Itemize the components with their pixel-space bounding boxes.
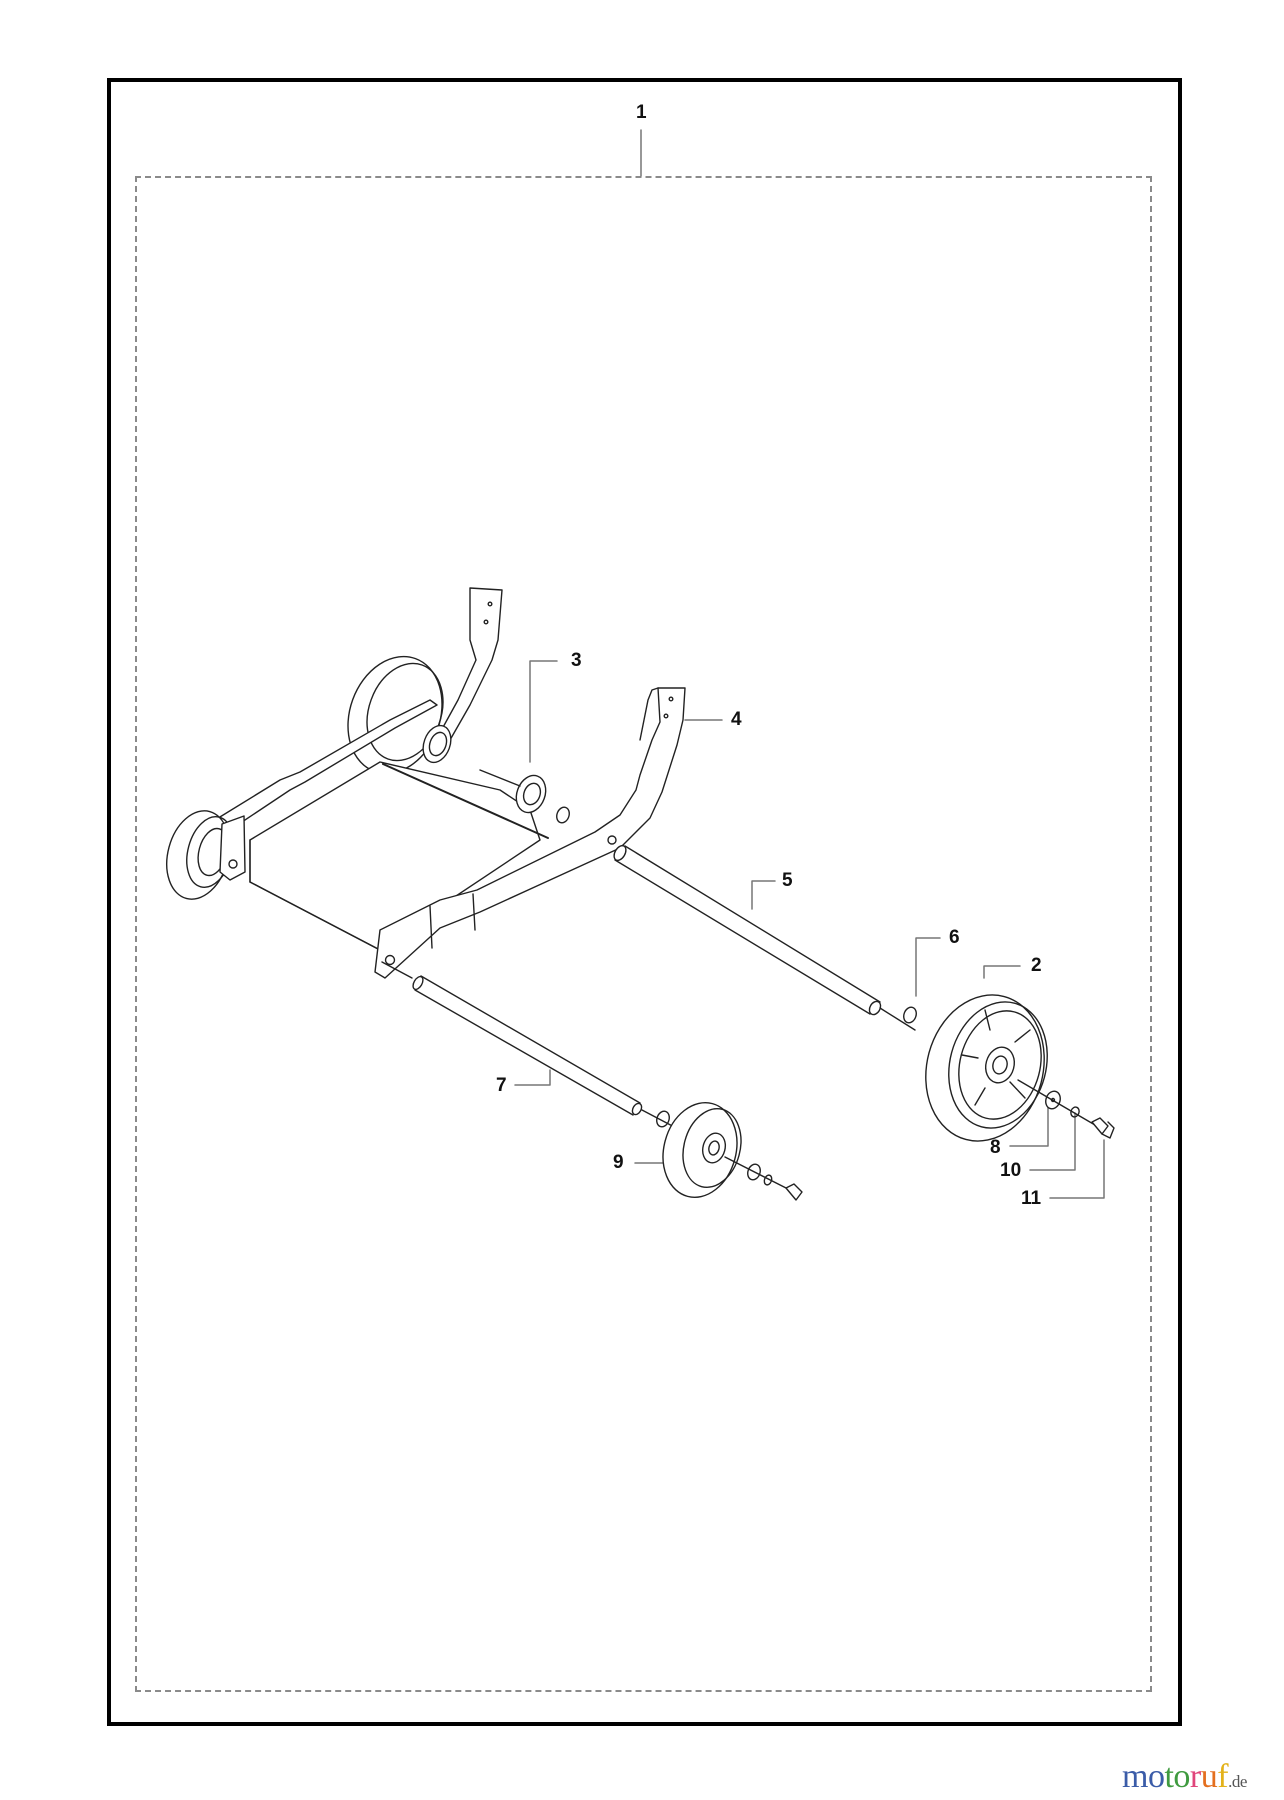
- callout-10: 10: [1000, 1160, 1022, 1181]
- bearing-3: [479, 769, 570, 824]
- bearing-back: [422, 724, 452, 764]
- callout-8: 8: [990, 1137, 1001, 1158]
- washer-6: [903, 1006, 917, 1024]
- assembly-boundary-dashed: [135, 176, 1152, 1692]
- callout-4: 4: [731, 709, 742, 730]
- callout-9: 9: [613, 1152, 624, 1173]
- callout-11: 11: [1021, 1188, 1042, 1209]
- callout-1: 1: [636, 102, 647, 123]
- front-wheel-left: [166, 810, 234, 900]
- wheel-9: [662, 1102, 742, 1198]
- callout-6: 6: [949, 927, 960, 948]
- callout-2: 2: [1031, 955, 1042, 976]
- logo-tld: .de: [1228, 1772, 1247, 1791]
- logo-letter: t: [1164, 1758, 1174, 1795]
- logo-letter: f: [1217, 1758, 1229, 1795]
- logo-letter: o: [1147, 1758, 1165, 1795]
- frame-arm-back: [435, 587, 503, 741]
- axle-7: [381, 961, 681, 1131]
- motoruf-logo: motoruf.de: [1122, 1758, 1247, 1796]
- washer-7: [656, 1110, 670, 1128]
- hardware-9: [724, 1156, 803, 1201]
- frame-cross-body: [249, 761, 549, 951]
- callout-7: 7: [496, 1075, 507, 1096]
- leader-lines: [514, 129, 1105, 1199]
- logo-letter: u: [1200, 1758, 1218, 1795]
- frame-plate-left: [219, 815, 246, 881]
- diagram-outer-frame: [107, 78, 1182, 1726]
- logo-letter: r: [1189, 1758, 1201, 1795]
- callout-5: 5: [782, 870, 793, 891]
- callout-3: 3: [571, 650, 582, 671]
- wheel-2: [925, 994, 1048, 1142]
- bolt-11: [1017, 1079, 1115, 1139]
- frame-arm-right: [374, 687, 686, 979]
- frame-arm-left: [214, 699, 438, 831]
- logo-letter: m: [1122, 1758, 1148, 1795]
- axle-5: [613, 844, 916, 1031]
- logo-letter: o: [1173, 1758, 1190, 1795]
